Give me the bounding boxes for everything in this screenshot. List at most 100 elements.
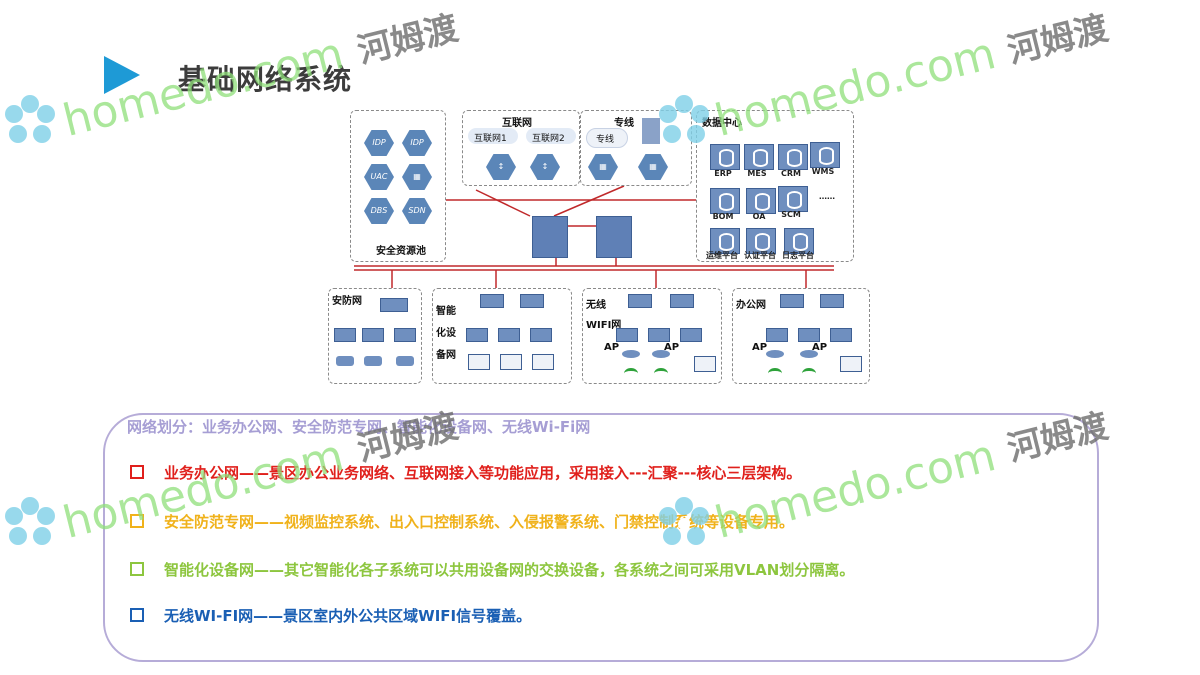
cloud-icon	[526, 128, 576, 144]
wms-label: WMS	[811, 167, 835, 176]
watermark-text-cn: 河姆渡	[353, 8, 463, 72]
switch-icon	[670, 294, 694, 308]
watermark-text: homedo.com	[58, 28, 349, 147]
security-pool-label: 安全资源池	[376, 246, 426, 257]
access-point-icon	[622, 350, 640, 358]
data-center-label: 数据中心	[702, 118, 742, 129]
cloud-label: 专线	[596, 135, 615, 145]
description-box	[103, 413, 1099, 662]
square-bullet-icon	[130, 607, 144, 622]
camera-icon	[336, 356, 354, 366]
camera-icon	[396, 356, 414, 366]
wireless-net-label-2: WIFI网	[586, 320, 622, 331]
wms-server-icon	[810, 142, 840, 168]
switch-icon	[766, 328, 788, 342]
cloud-label: 互联网1	[474, 134, 507, 144]
scm-label: SCM	[781, 210, 801, 219]
internet-label: 互联网	[502, 118, 532, 129]
watermark-flower-icon	[659, 95, 709, 143]
watermark-flower-icon	[5, 95, 55, 143]
scm-server-icon	[778, 186, 808, 212]
cloud-icon	[468, 128, 518, 144]
switch-icon	[520, 294, 544, 308]
internet-zone	[462, 110, 580, 186]
bom-label: BOM	[712, 212, 734, 221]
switch-icon	[830, 328, 852, 342]
cloud-label: 互联网2	[532, 134, 565, 144]
network-division-heading: 网络划分：业务办公网、安全防范专网、智能化设备网、无线Wi-Fi网	[127, 418, 591, 436]
ops-platform-icon	[710, 228, 740, 254]
oa-server-icon	[746, 188, 776, 214]
switch-icon	[466, 328, 488, 342]
crm-label: CRM	[781, 169, 801, 178]
ap-label: AP	[812, 342, 828, 353]
watermark-text-cn: 河姆渡	[1003, 8, 1113, 72]
switch-icon	[334, 328, 356, 342]
switch-icon	[380, 298, 408, 312]
watermark-flower-icon	[659, 497, 709, 545]
switch-icon	[530, 328, 552, 342]
smart-net-label-1: 智能	[436, 306, 456, 317]
watermark-flower-icon	[5, 497, 55, 545]
laptop-icon	[840, 356, 862, 372]
switch-icon	[498, 328, 520, 342]
switch-icon	[820, 294, 844, 308]
erp-server-icon	[710, 144, 740, 170]
switch-icon	[394, 328, 416, 342]
switch-icon	[680, 328, 702, 342]
smart-net-label-2: 化设	[436, 328, 456, 339]
office-net-label: 办公网	[736, 300, 766, 311]
log-platform-icon	[784, 228, 814, 254]
switch-icon	[362, 328, 384, 342]
title-arrow-icon	[104, 56, 140, 94]
security-network-item: 安全防范专网——视频监控系统、出入口控制系统、入侵报警系统、门禁控制系统等设备专…	[130, 511, 794, 532]
smart-net-label-3: 备网	[436, 350, 456, 361]
core-switch-icon	[596, 216, 632, 258]
square-bullet-icon	[130, 561, 144, 576]
terminal-icon	[500, 354, 522, 370]
camera-icon	[364, 356, 382, 366]
crm-server-icon	[778, 144, 808, 170]
wireless-network-item: 无线WI-FI网——景区室内外公共区域WIFI信号覆盖。	[130, 605, 531, 626]
ap-label: AP	[752, 342, 768, 353]
pc-icon	[694, 356, 716, 372]
terminal-icon	[532, 354, 554, 370]
access-point-icon	[800, 350, 818, 358]
switch-icon	[628, 294, 652, 308]
switch-icon	[616, 328, 638, 342]
network-diagram: IDP IDP UAC ▦ DBS SDN 安全资源池 互联网 互联网1 互联网…	[326, 106, 874, 386]
switch-icon	[798, 328, 820, 342]
page-title: 基础网络系统	[178, 63, 353, 96]
switch-icon	[648, 328, 670, 342]
server-rack-icon	[642, 118, 660, 144]
oa-label: OA	[752, 212, 766, 221]
security-pool-zone	[350, 110, 446, 262]
mes-label: MES	[747, 169, 767, 178]
office-network-item: 业务办公网——景区办公业务网络、互联网接入等功能应用，采用接入---汇聚---核…	[130, 462, 801, 483]
more-label: ……	[819, 192, 835, 201]
wifi-signal-icon	[768, 368, 782, 379]
wireless-net-label-1: 无线	[586, 300, 606, 311]
cloud-icon	[586, 128, 628, 148]
mes-server-icon	[744, 144, 774, 170]
auth-platform-icon	[746, 228, 776, 254]
smart-device-network-item: 智能化设备网——其它智能化各子系统可以共用设备网的交换设备，各系统之间可采用VL…	[130, 559, 854, 580]
ops-platform-label: 运维平台	[706, 251, 738, 260]
square-bullet-icon	[130, 464, 144, 479]
auth-platform-label: 认证平台	[744, 251, 776, 260]
bom-server-icon	[710, 188, 740, 214]
access-point-icon	[652, 350, 670, 358]
ap-label: AP	[604, 342, 620, 353]
access-point-icon	[766, 350, 784, 358]
log-platform-label: 日志平台	[782, 251, 814, 260]
switch-icon	[780, 294, 804, 308]
wifi-signal-icon	[654, 368, 668, 379]
wifi-signal-icon	[802, 368, 816, 379]
switch-icon	[480, 294, 504, 308]
wifi-signal-icon	[624, 368, 638, 379]
square-bullet-icon	[130, 513, 144, 528]
erp-label: ERP	[714, 169, 732, 178]
ap-label: AP	[664, 342, 680, 353]
private-line-label: 专线	[614, 118, 634, 129]
security-net-label: 安防网	[332, 296, 362, 307]
